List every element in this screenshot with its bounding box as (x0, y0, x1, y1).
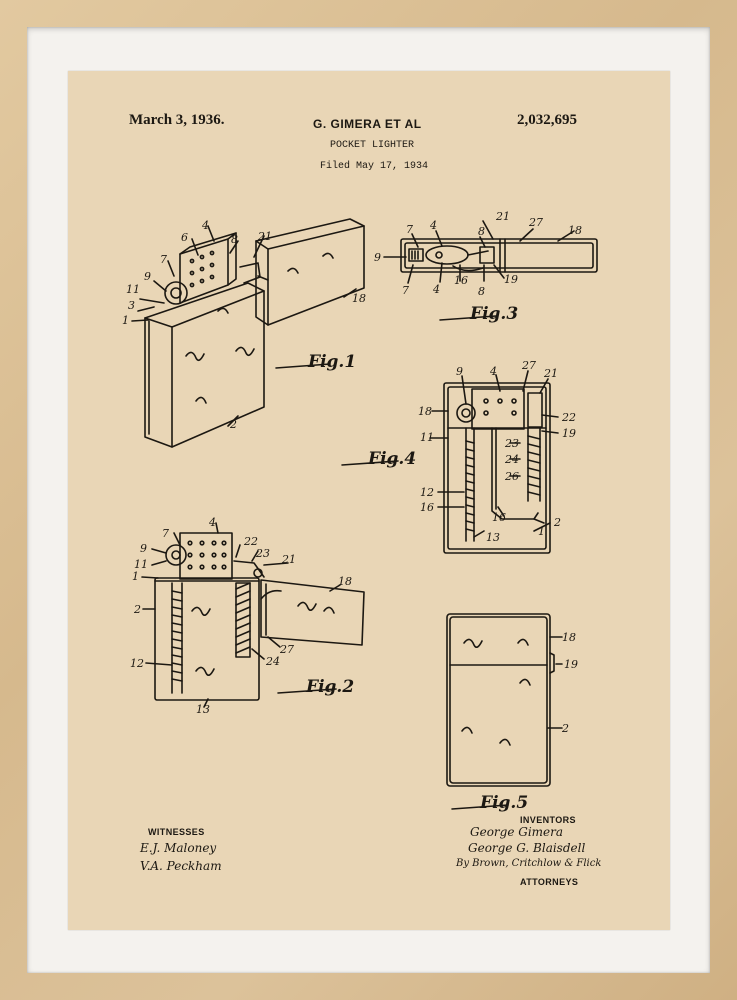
fig3-label: 16 (454, 274, 468, 287)
fig3-label: 7 (402, 284, 409, 297)
fig3-label: 27 (528, 216, 543, 229)
fig1-caption-leader (275, 363, 331, 369)
fig2-label: 2 (133, 603, 141, 616)
fig4-label: 2 (553, 516, 561, 529)
fig3-label: 19 (504, 273, 518, 286)
fig2-label: 12 (130, 657, 144, 670)
fig2-label: 27 (279, 643, 294, 656)
fig3-label: 9 (374, 251, 381, 264)
fig4-label: 27 (521, 359, 536, 372)
fig2-label: 24 (265, 655, 280, 668)
witness-signature-2: V.A. Peckham (140, 859, 222, 873)
fig5-label: 18 (562, 631, 576, 644)
fig3-caption-leader (439, 315, 497, 321)
patent-number: 2,032,695 (517, 112, 577, 128)
fig3-drawing (383, 220, 598, 284)
fig2-label: 9 (140, 542, 147, 555)
fig4-label: 19 (562, 427, 576, 440)
fig4-label: 9 (456, 365, 463, 378)
fig1-label: 3 (128, 299, 135, 312)
fig3-caption: Fig.3 (469, 304, 518, 324)
fig1-label: 21 (257, 230, 272, 243)
fig4-labels: 9 4 27 21 18 22 19 11 23 24 26 12 16 16 … (418, 359, 576, 544)
fig3-label: 8 (478, 285, 485, 298)
fig3-label: 21 (495, 210, 510, 223)
fig1-label: 2 (229, 418, 237, 431)
fig4-label: 26 (504, 470, 519, 483)
patent-date: March 3, 1936. (129, 112, 225, 128)
fig4-label: 11 (420, 431, 434, 444)
fig1-label: 18 (352, 292, 366, 305)
inventor-signature-2: George G. Blaisdell (468, 841, 586, 855)
fig1-labels: 4 6 8 21 7 9 11 3 1 18 2 (122, 219, 366, 431)
fig3-label: 4 (429, 219, 437, 232)
fig2-label: 4 (208, 516, 216, 529)
fig1-label: 8 (231, 233, 238, 246)
inventor-name: G. GIMERA ET AL (313, 117, 422, 131)
fig1-label: 7 (160, 253, 167, 266)
fig5-label: 2 (561, 722, 569, 735)
fig5-caption-leader (451, 804, 509, 810)
fig3-label: 8 (478, 225, 485, 238)
fig1-label: 6 (181, 231, 188, 244)
fig3-label: 7 (406, 223, 413, 236)
fig2-label: 13 (196, 703, 210, 716)
fig2-caption-leader (277, 688, 337, 694)
fig4-label: 16 (420, 501, 434, 514)
fig3-label: 4 (432, 283, 440, 296)
fig4-caption-leader (341, 460, 399, 466)
fig3-label: 18 (568, 224, 582, 237)
fig1-label: 4 (201, 219, 209, 232)
fig5-labels: 18 19 2 (561, 631, 578, 735)
witnesses-label: WITNESSES (148, 827, 205, 837)
fig5-drawing (446, 613, 563, 787)
witness-signature-1: E.J. Maloney (140, 841, 217, 855)
fig1-label: 1 (122, 314, 129, 327)
patent-sheet: March 3, 1936. G. GIMERA ET AL 2,032,695… (68, 71, 670, 930)
fig4-caption: Fig.4 (367, 449, 416, 469)
fig4-label: 13 (486, 531, 500, 544)
fig1-drawing (131, 218, 365, 448)
fig4-label: 16 (492, 511, 506, 524)
fig4-label: 24 (504, 453, 519, 466)
fig4-label: 21 (543, 367, 558, 380)
attorneys-label: ATTORNEYS (520, 877, 579, 887)
fig4-label: 22 (561, 411, 576, 424)
fig5-caption: Fig.5 (479, 793, 528, 813)
fig4-label: 23 (504, 437, 519, 450)
fig1-label: 11 (126, 283, 140, 296)
fig2-label: 22 (243, 535, 258, 548)
fig2-label: 21 (281, 553, 296, 566)
fig2-label: 1 (132, 570, 139, 583)
fig4-drawing (429, 370, 559, 554)
fig4-label: 18 (418, 405, 432, 418)
fig3-labels: 7 4 21 27 18 9 8 7 4 16 8 19 (374, 210, 582, 298)
fig2-labels: 7 4 22 23 21 9 11 1 18 2 27 12 24 13 (130, 516, 352, 716)
fig4-label: 4 (489, 365, 497, 378)
fig4-label: 1 (538, 525, 545, 538)
fig1-caption: Fig.1 (307, 352, 356, 372)
fig4-label: 12 (420, 486, 434, 499)
fig1-label: 9 (144, 270, 151, 283)
fig2-label: 18 (338, 575, 352, 588)
patent-drawings: 4 6 8 21 7 9 11 3 1 18 2 Fig.1 (122, 210, 598, 813)
fig2-drawing (141, 522, 365, 708)
fig2-label: 11 (134, 558, 148, 571)
filed-date: Filed May 17, 1934 (320, 161, 429, 172)
attorney-signature: By Brown, Critchlow & Flick (456, 858, 602, 869)
inventors-label: INVENTORS (520, 815, 576, 825)
fig2-label: 23 (255, 547, 270, 560)
patent-subtitle: POCKET LIGHTER (330, 140, 415, 151)
fig2-label: 7 (162, 527, 169, 540)
inventor-signature-1: George Gimera (470, 825, 564, 839)
fig5-label: 19 (564, 658, 578, 671)
fig2-caption: Fig.2 (305, 677, 354, 697)
